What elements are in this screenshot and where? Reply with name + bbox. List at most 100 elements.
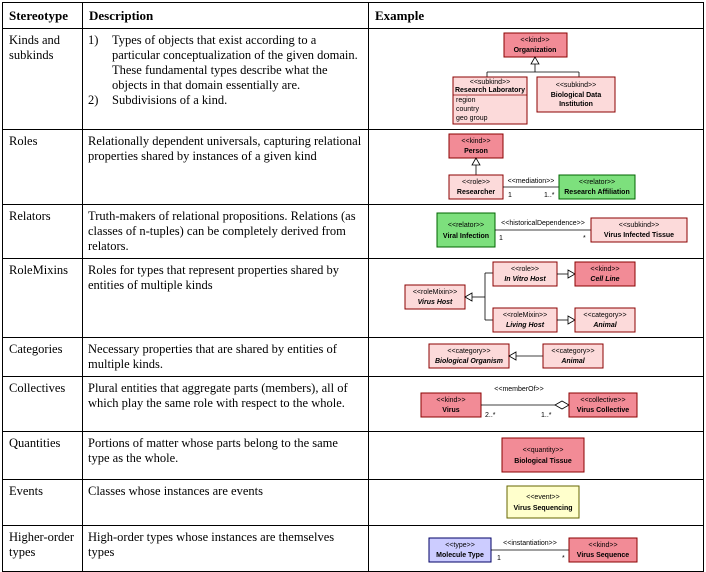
- svg-text:1..*: 1..*: [544, 192, 555, 199]
- stereotype-cell: Events: [2, 479, 83, 526]
- example-cell: <<roleMixin>> Virus Host <<role>> In Vit…: [368, 258, 704, 338]
- instantiation-label: <<instantiation>>: [503, 540, 557, 547]
- attr-region: region: [456, 97, 476, 104]
- svg-text:1: 1: [497, 555, 501, 562]
- svg-text:Research Affiliation: Research Affiliation: [564, 189, 629, 196]
- events-diagram: <<event>> Virus Sequencing: [506, 485, 580, 519]
- stereotype-cell: Quantities: [2, 431, 83, 480]
- generalization-arrow: [530, 56, 540, 65]
- example-cell: <<type>> Molecule Type <<instantiation>>…: [368, 525, 704, 572]
- svg-text:<<role>>: <<role>>: [511, 266, 539, 273]
- svg-text:<<event>>: <<event>>: [526, 494, 559, 501]
- svg-text:Institution: Institution: [559, 101, 593, 108]
- svg-text:<<kind>>: <<kind>>: [588, 542, 617, 549]
- table-row: Higher-order types High-order types whos…: [2, 525, 704, 572]
- svg-text:2..*: 2..*: [485, 412, 496, 419]
- organization-stereo: <<kind>>: [520, 37, 549, 44]
- description-cell: Necessary properties that are shared by …: [82, 337, 369, 377]
- svg-text:Virus Host: Virus Host: [418, 299, 453, 306]
- example-cell: <<kind>> Person <<role>> Researcher <<me…: [368, 129, 704, 205]
- organization-name: Organization: [514, 47, 557, 54]
- collectives-diagram: <<kind>> Virus <<memberOf>> 2..* 1..* <<…: [420, 386, 638, 419]
- research-affiliation-box: [558, 174, 636, 200]
- quantities-diagram: <<quantity>> Biological Tissue: [501, 437, 585, 473]
- svg-text:*: *: [562, 555, 565, 562]
- person-box: [448, 133, 504, 159]
- svg-text:Animal: Animal: [592, 322, 617, 329]
- svg-text:<<category>>: <<category>>: [447, 348, 490, 355]
- research-laboratory-box: [452, 76, 528, 125]
- example-cell: <<kind>> Organization <<subkind>> Resear…: [368, 28, 704, 130]
- attr-country: country: [456, 106, 479, 113]
- header-stereotype: Stereotype: [2, 2, 83, 29]
- svg-text:Research Laboratory: Research Laboratory: [455, 87, 525, 94]
- svg-text:Virus Sequence: Virus Sequence: [577, 552, 630, 559]
- stereotype-cell: Categories: [2, 337, 83, 377]
- generalization-arrow: [508, 351, 517, 361]
- svg-text:Biological Organism: Biological Organism: [435, 358, 503, 365]
- kinds-diagram: <<kind>> Organization <<subkind>> Resear…: [452, 32, 616, 125]
- roles-diagram: <<kind>> Person <<role>> Researcher <<me…: [448, 133, 636, 200]
- table-header-row: Stereotype Description Example: [2, 2, 704, 29]
- svg-text:<<collective>>: <<collective>>: [580, 397, 625, 404]
- virus-host-box: [404, 284, 466, 310]
- biological-organism-box: [428, 343, 510, 369]
- higher-order-diagram: <<type>> Molecule Type <<instantiation>>…: [428, 537, 638, 563]
- svg-text:1: 1: [508, 192, 512, 199]
- svg-text:*: *: [583, 235, 586, 242]
- svg-text:Living Host: Living Host: [506, 322, 545, 329]
- svg-text:Virus Collective: Virus Collective: [577, 407, 630, 414]
- svg-text:Researcher: Researcher: [457, 189, 495, 196]
- virus-sequencing-box: [506, 485, 580, 519]
- table-row: Collectives Plural entities that aggrega…: [2, 376, 704, 432]
- description-cell: Roles for types that represent propertie…: [82, 258, 369, 338]
- in-vitro-host-box: [492, 261, 558, 287]
- stereotype-cell: Roles: [2, 129, 83, 205]
- list-item: 1)Types of objects that exist according …: [88, 33, 358, 92]
- svg-text:Cell Line: Cell Line: [590, 276, 619, 283]
- svg-text:<<relator>>: <<relator>>: [579, 179, 615, 186]
- example-cell: <<quantity>> Biological Tissue: [368, 431, 704, 480]
- description-cell: 1)Types of objects that exist according …: [82, 28, 369, 130]
- table-row: Events Classes whose instances are event…: [2, 479, 704, 526]
- table-row: Kinds and subkinds 1)Types of objects th…: [2, 28, 704, 130]
- relators-diagram: <<relator>> Viral Infection <<historical…: [436, 212, 688, 248]
- svg-text:<<roleMixin>>: <<roleMixin>>: [413, 289, 457, 296]
- svg-text:Viral Infection: Viral Infection: [443, 233, 489, 240]
- svg-text:Virus Sequencing: Virus Sequencing: [514, 505, 573, 512]
- table-row: Categories Necessary properties that are…: [2, 337, 704, 377]
- svg-text:<<kind>>: <<kind>>: [590, 266, 619, 273]
- mediation-label: <<mediation>>: [508, 178, 555, 185]
- aggregation-diamond: [554, 400, 570, 410]
- table-row: Relators Truth-makers of relational prop…: [2, 204, 704, 259]
- list-item: 2)Subdivisions of a kind.: [88, 93, 228, 107]
- organization-box: [503, 32, 568, 58]
- header-example: Example: [368, 2, 704, 29]
- svg-text:Person: Person: [464, 148, 488, 155]
- member-of-label: <<memberOf>>: [494, 386, 543, 393]
- svg-text:<<roleMixin>>: <<roleMixin>>: [503, 312, 547, 319]
- svg-text:<<subkind>>: <<subkind>>: [619, 222, 659, 229]
- stereotype-cell: Higher-order types: [2, 525, 83, 572]
- viral-infection-box: [436, 212, 496, 248]
- virus-infected-tissue-box: [590, 217, 688, 243]
- description-cell: Relationally dependent universals, captu…: [82, 129, 369, 205]
- svg-text:<<type>>: <<type>>: [445, 542, 475, 549]
- svg-text:<<subkind>>: <<subkind>>: [470, 79, 510, 86]
- example-cell: <<kind>> Virus <<memberOf>> 2..* 1..* <<…: [368, 376, 704, 432]
- description-cell: High-order types whose instances are the…: [82, 525, 369, 572]
- animal-box: [574, 307, 636, 333]
- svg-text:<<relator>>: <<relator>>: [448, 222, 484, 229]
- svg-text:Biological Tissue: Biological Tissue: [514, 458, 572, 465]
- example-cell: <<event>> Virus Sequencing: [368, 479, 704, 526]
- description-cell: Truth-makers of relational propositions.…: [82, 204, 369, 259]
- svg-text:<<category>>: <<category>>: [583, 312, 626, 319]
- svg-text:1: 1: [499, 235, 503, 242]
- researcher-box: [448, 174, 504, 200]
- svg-text:<<kind>>: <<kind>>: [461, 138, 490, 145]
- table-row: Quantities Portions of matter whose part…: [2, 431, 704, 480]
- animal-box: [542, 343, 604, 369]
- description-cell: Plural entities that aggregate parts (me…: [82, 376, 369, 432]
- biological-data-institution-box: [536, 76, 616, 113]
